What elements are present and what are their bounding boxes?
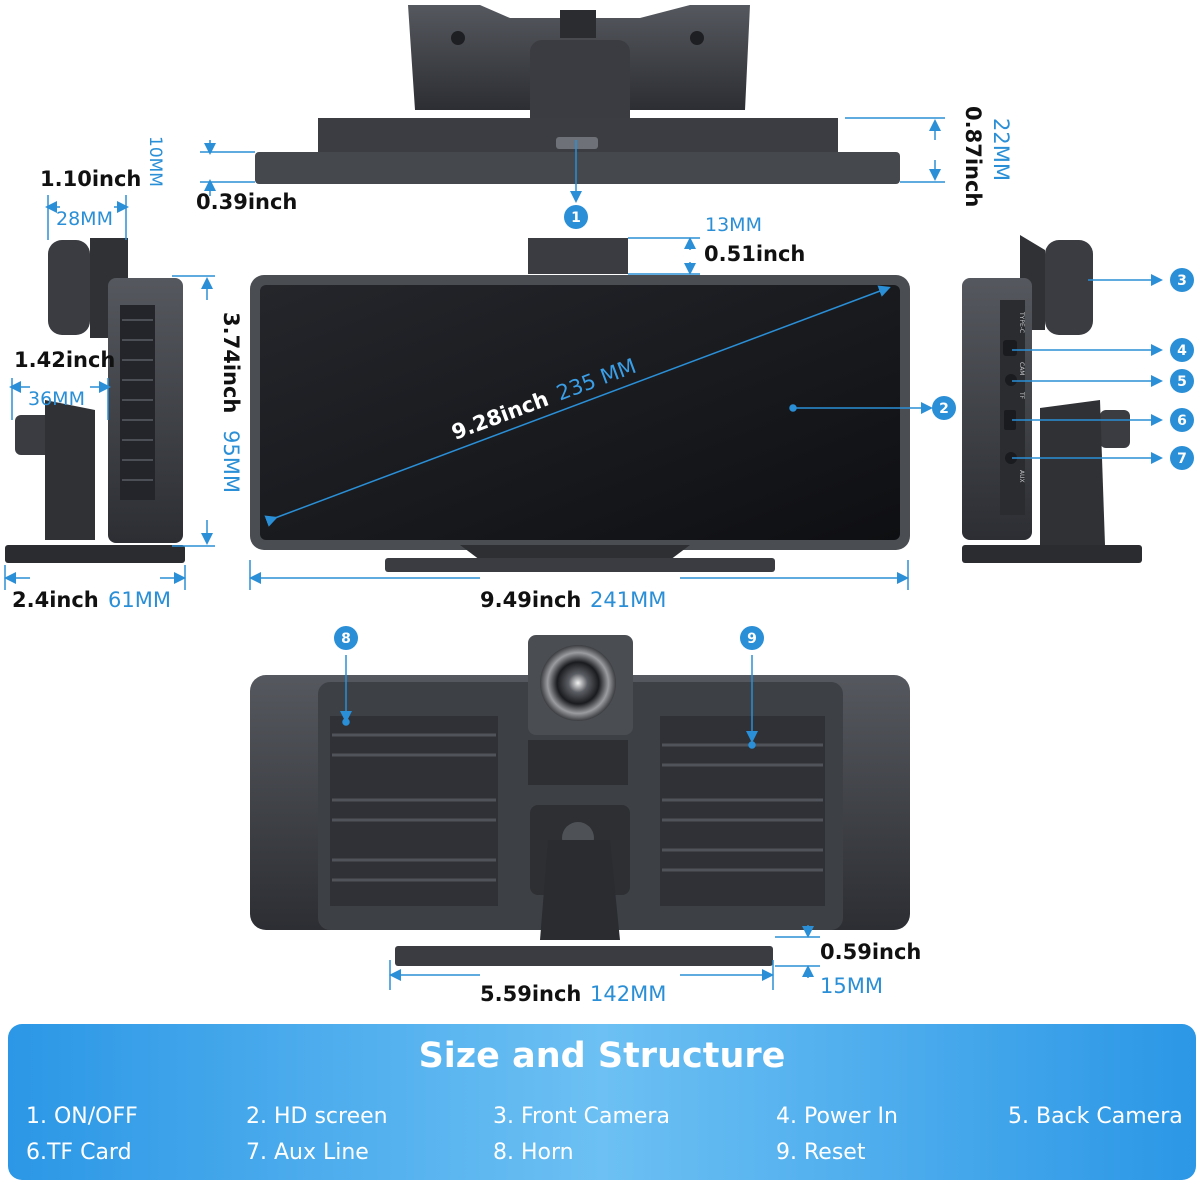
right-side-view (962, 235, 1142, 563)
legend-item-tf-card: 6.TF Card (26, 1140, 132, 1165)
callout-markers (334, 205, 1194, 650)
callout-9: 9 (747, 631, 757, 647)
legend-title: Size and Structure (418, 1036, 786, 1076)
base-width-mm: 142MM (590, 982, 667, 1006)
port-label-tf: TF (1018, 391, 1025, 400)
legend-item-on-off: 1. ON/OFF (26, 1104, 138, 1129)
top-view (255, 5, 900, 184)
callout-6: 6 (1177, 413, 1187, 429)
mount-width-mm: 28MM (56, 208, 113, 230)
mount-width-inch: 1.10inch (40, 167, 142, 191)
base-depth-mm: 61MM (108, 588, 171, 612)
legend-item-horn: 8. Horn (493, 1140, 574, 1165)
product-diagram: 1 2 3 4 5 6 7 8 9 TYPE-C CAM TF AUX 9.28… (4, 5, 1194, 990)
callout-3: 3 (1177, 273, 1187, 289)
legend-item-back-camera: 5. Back Camera (1008, 1104, 1183, 1129)
port-label-cam: CAM (1018, 362, 1025, 375)
top-height-mm: 22MM (989, 118, 1013, 181)
callout-8: 8 (341, 631, 351, 647)
right-callout-lines (1012, 274, 1163, 464)
side-height-inch: 3.74inch (219, 312, 243, 414)
top-depth-inch: 0.39inch (196, 190, 298, 214)
front-dim-lines (249, 237, 933, 590)
back-view (250, 635, 910, 966)
base-depth-inch: 2.4inch (12, 588, 99, 612)
base-width-inch: 5.59inch (480, 982, 582, 1006)
camera-height-mm: 13MM (705, 214, 762, 236)
left-dim-lines (4, 195, 215, 590)
base-height-mm: 15MM (820, 974, 883, 998)
callout-2: 2 (939, 401, 949, 417)
top-dim-lines (200, 117, 945, 203)
side-height-mm: 95MM (219, 430, 243, 493)
top-height-inch: 0.87inch (961, 106, 985, 208)
legend-item-power-in: 4. Power In (776, 1104, 898, 1129)
front-view (250, 238, 910, 572)
callout-5: 5 (1177, 374, 1187, 390)
base-height-inch: 0.59inch (820, 940, 922, 964)
top-depth-mm: 10MM (145, 136, 165, 187)
legend-item-aux-line: 7. Aux Line (246, 1140, 369, 1165)
legend-item-reset: 9. Reset (776, 1140, 866, 1165)
port-label-typec: TYPE-C (1018, 311, 1025, 333)
knob-width-inch: 1.42inch (14, 348, 116, 372)
callout-1: 1 (571, 210, 581, 226)
back-dim-lines (340, 655, 820, 990)
left-side-view (5, 238, 185, 563)
legend-item-front-camera: 3. Front Camera (493, 1104, 670, 1129)
camera-height-inch: 0.51inch (704, 242, 806, 266)
port-label-aux: AUX (1018, 470, 1025, 483)
front-width-inch: 9.49inch (480, 588, 582, 612)
legend-item-hd-screen: 2. HD screen (246, 1104, 388, 1129)
callout-7: 7 (1177, 451, 1187, 467)
legend-panel: Size and Structure 1. ON/OFF 2. HD scree… (8, 1024, 1196, 1180)
callout-4: 4 (1177, 343, 1187, 359)
front-width-mm: 241MM (590, 588, 667, 612)
knob-width-mm: 36MM (28, 388, 85, 410)
